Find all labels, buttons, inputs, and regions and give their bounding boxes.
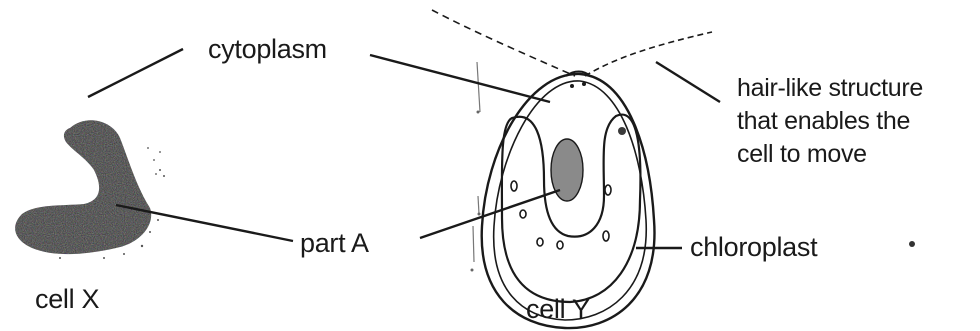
cell-x-body bbox=[15, 120, 151, 254]
cytoplasm-label: cytoplasm bbox=[208, 34, 327, 65]
cytoplasm-leader-left bbox=[88, 49, 183, 97]
hair-like-line-3: cell to move bbox=[737, 138, 923, 171]
flagellum-right bbox=[585, 32, 712, 76]
pyrenoid-dot bbox=[618, 127, 626, 135]
part-a-leader-cell-y bbox=[420, 190, 560, 238]
hair-like-leader bbox=[656, 62, 720, 102]
cell-y bbox=[432, 10, 712, 328]
part-a-label: part A bbox=[300, 228, 369, 259]
flagellum-left bbox=[432, 10, 575, 76]
hair-like-line-2: that enables the bbox=[737, 105, 923, 138]
cell-x bbox=[15, 120, 165, 259]
cytoplasm-leader-right bbox=[370, 55, 550, 102]
hair-like-structure-label: hair-like structure that enables the cel… bbox=[737, 72, 923, 171]
hair-like-line-1: hair-like structure bbox=[737, 72, 923, 105]
chloroplast-label: chloroplast bbox=[690, 232, 817, 263]
cell-x-label: cell X bbox=[35, 284, 99, 315]
cell-y-label: cell Y bbox=[526, 294, 590, 325]
